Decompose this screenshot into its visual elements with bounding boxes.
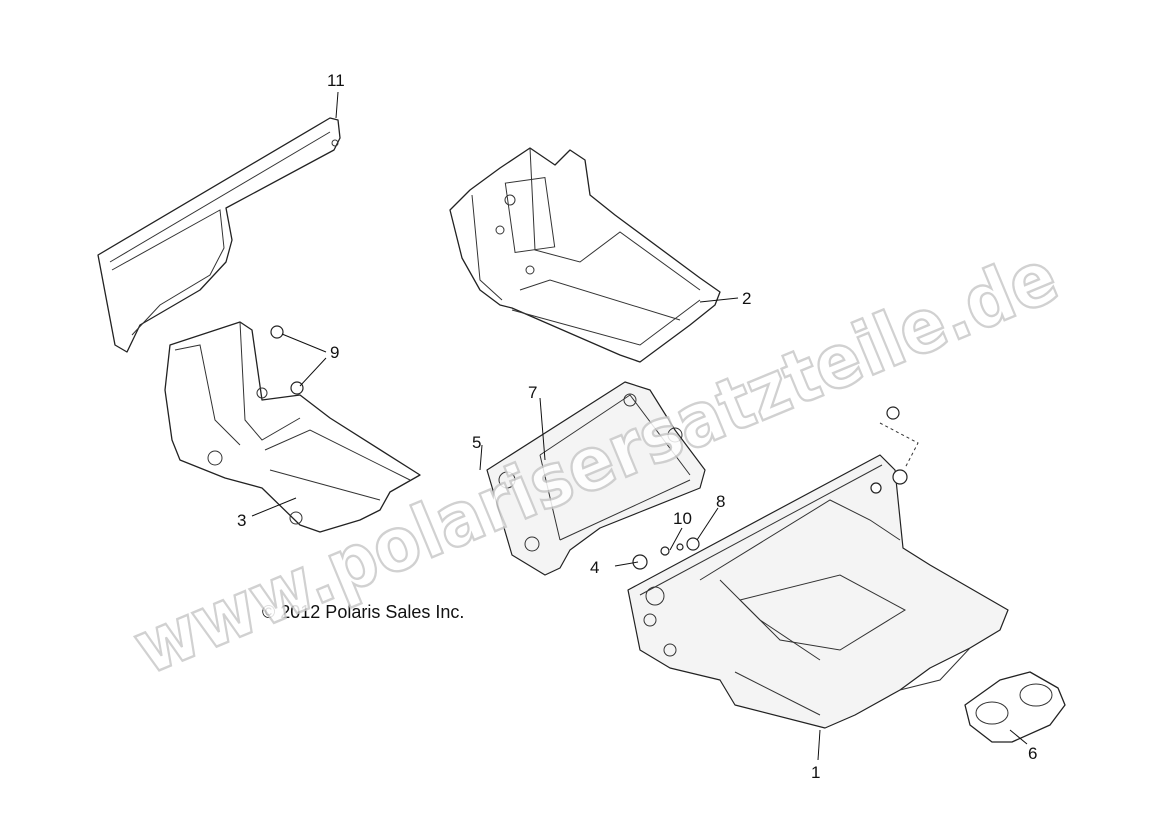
callout-8: 8 bbox=[716, 492, 725, 511]
callout-9: 9 bbox=[330, 343, 339, 362]
part-11-side-panel bbox=[97, 117, 341, 353]
callout-10: 10 bbox=[673, 509, 692, 528]
callout-11: 11 bbox=[327, 71, 345, 90]
part-2-upper-footwell bbox=[449, 147, 721, 363]
copyright-notice: © 2012 Polaris Sales Inc. bbox=[262, 602, 464, 622]
callout-4: 4 bbox=[590, 558, 599, 577]
part-3-left-footwell bbox=[164, 321, 421, 533]
callout-2: 2 bbox=[742, 289, 751, 308]
callout-5: 5 bbox=[472, 433, 481, 452]
callout-6: 6 bbox=[1028, 744, 1037, 763]
part-1-floor-panel bbox=[627, 454, 1009, 729]
callout-3: 3 bbox=[237, 511, 246, 530]
callout-labels: 11 2 3 4 5 6 7 8 9 10 1 bbox=[237, 71, 1037, 782]
callout-1: 1 bbox=[811, 763, 820, 782]
fastener-hardware bbox=[270, 325, 908, 570]
leader-lines bbox=[251, 91, 1028, 761]
callout-7: 7 bbox=[528, 383, 537, 402]
part-6-cap bbox=[964, 671, 1066, 743]
part-7-heel-guard bbox=[486, 381, 706, 576]
